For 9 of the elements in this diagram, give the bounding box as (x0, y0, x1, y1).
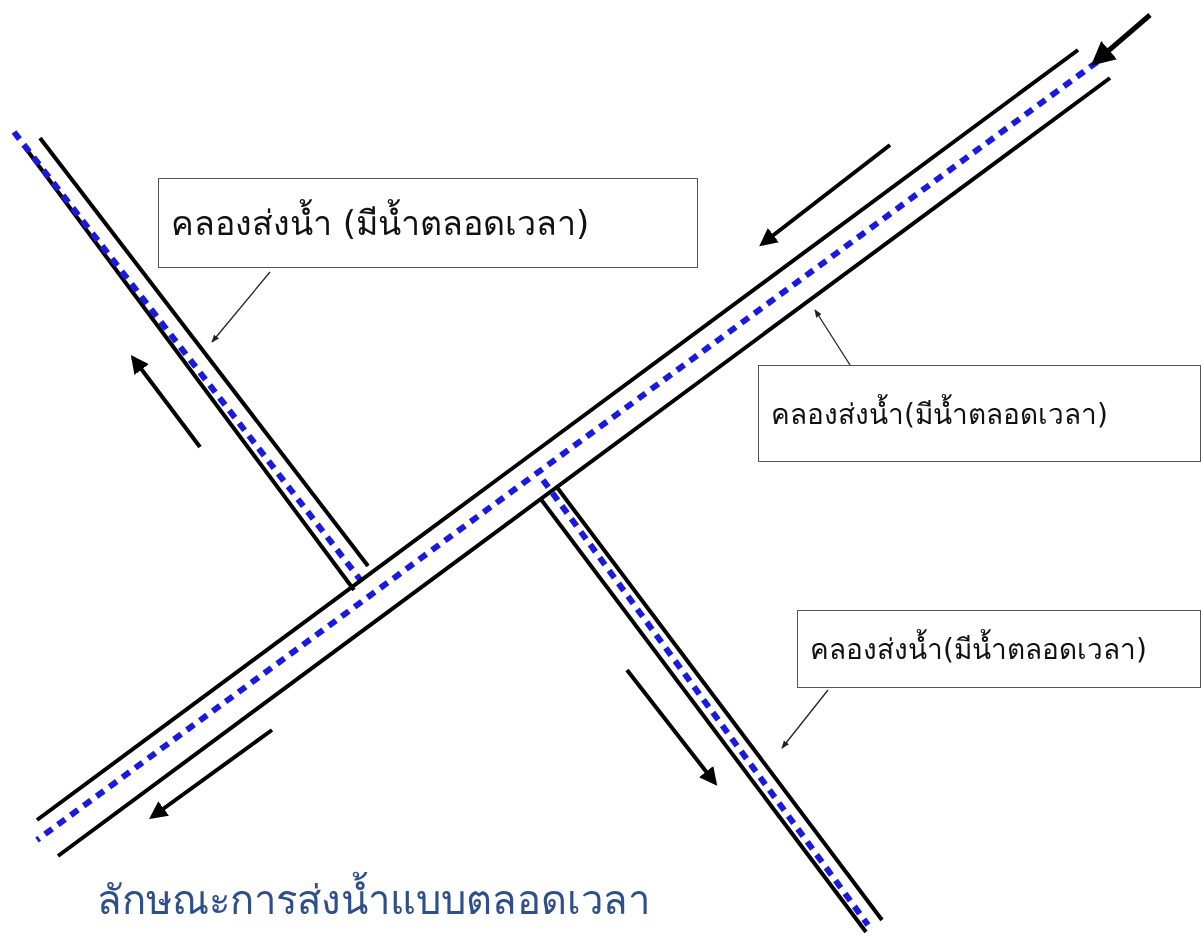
label-text: คลองส่งน้ำ (มีน้ำตลอดเวลา) (171, 196, 590, 250)
label-text: คลองส่งน้ำ(มีน้ำตลอดเวลา) (771, 391, 1108, 436)
label-box (758, 365, 1201, 462)
leader-line (781, 689, 829, 749)
leader-line (814, 309, 851, 366)
leader-line (211, 271, 271, 343)
label-box (797, 610, 1201, 688)
diagram-title: ลักษณะการส่งน้ำแบบตลอดเวลา (97, 868, 650, 932)
label-text: คลองส่งน้ำ(มีน้ำตลอดเวลา) (810, 627, 1147, 671)
